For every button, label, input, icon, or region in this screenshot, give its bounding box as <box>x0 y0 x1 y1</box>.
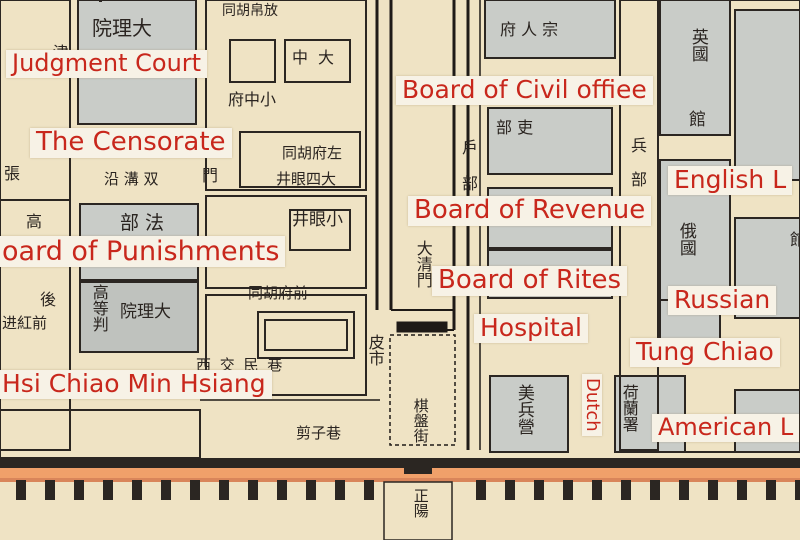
street-outlines <box>0 0 800 459</box>
cjk-fa-bu: 部 法 <box>120 212 165 234</box>
cjk-xiao-zhong-fu: 府中小 <box>228 90 277 109</box>
label-hsi-chiao-min-hsiang: Hsi Chiao Min Hsiang <box>0 369 272 399</box>
cjk-qipan-jie: 棋盤街 <box>411 398 430 443</box>
cjk-zhang: 張 <box>4 164 21 183</box>
cjk-guan: 館 <box>689 110 706 130</box>
label-censorate: The Censorate <box>30 127 232 158</box>
cjk-hu-bu: 戶 <box>462 138 479 157</box>
cjk-bu-right: 部 <box>631 170 648 189</box>
cjk-guan-2: 館 <box>790 230 800 249</box>
cjk-shuang-zhu: 沿 溝 双 <box>104 170 159 188</box>
label-board-of-civil-office: Board of Civil offiee <box>396 75 653 105</box>
cjk-xiao-yan-jing: 井眼小 <box>292 210 343 230</box>
label-tung-chiao: Tung Chiao <box>630 337 780 367</box>
cjk-dali-yuan-2: 院理大 <box>120 302 171 322</box>
label-board-of-punishments: oard of Punishments <box>0 236 286 268</box>
cjk-bu-left: 部 <box>462 174 479 193</box>
cjk-dali-yuan: 院理大 <box>92 16 152 40</box>
cjk-da: 大 <box>318 48 335 67</box>
cjk-xi-jiao: 西 交 民 巷 <box>196 356 285 374</box>
label-english-legation: English L <box>668 165 793 195</box>
cjk-pi-shi: 皮市 <box>365 334 385 366</box>
cjk-gao-left: 高 <box>26 212 43 231</box>
cjk-si-yan-jing: 井眼四大 <box>276 170 337 188</box>
cjk-shi-bu: 部 吏 <box>496 118 534 137</box>
cjk-bing: 兵 <box>631 136 648 155</box>
label-hospital: Hospital <box>474 313 589 343</box>
cjk-men: 門 <box>202 166 219 185</box>
city-wall <box>0 458 800 540</box>
cjk-qian-fu-hutong: 同胡府前 <box>248 284 309 302</box>
cjk-zuofu-hutong: 同胡府左 <box>282 144 343 162</box>
cjk-ying-guo: 英國 <box>687 28 708 62</box>
cjk-zong-ren-fu: 府 人 宗 <box>500 20 559 39</box>
cjk-zhong: 中 <box>292 48 309 67</box>
cjk-jian-zi: 剪子巷 <box>296 424 342 442</box>
label-american-legation: American L <box>652 413 800 442</box>
cjk-qian-hong: 进紅前 <box>2 314 48 332</box>
label-dutch: Dutch <box>582 374 603 436</box>
cjk-mei-bing-ying: 美兵營 <box>513 384 534 435</box>
label-russian-legation: Russian <box>668 285 777 315</box>
label-board-of-rites: Board of Rites <box>432 265 628 296</box>
cjk-fanghu-tong: 同胡帛放 <box>222 3 278 19</box>
label-judgment-court: Judgment Court <box>6 49 208 78</box>
cjk-e-guo: 俄國 <box>675 222 696 256</box>
cjk-zheng-yang: 正陽 <box>411 488 430 518</box>
cjk-he-lan-shu: 荷蘭署 <box>619 384 639 432</box>
label-board-of-revenue: Board of Revenue <box>408 195 652 226</box>
cjk-gaodeng: 高等判 <box>89 284 109 332</box>
cjk-da-qing-men: 大清門 <box>413 240 433 288</box>
cjk-hou: 後 <box>40 290 57 309</box>
